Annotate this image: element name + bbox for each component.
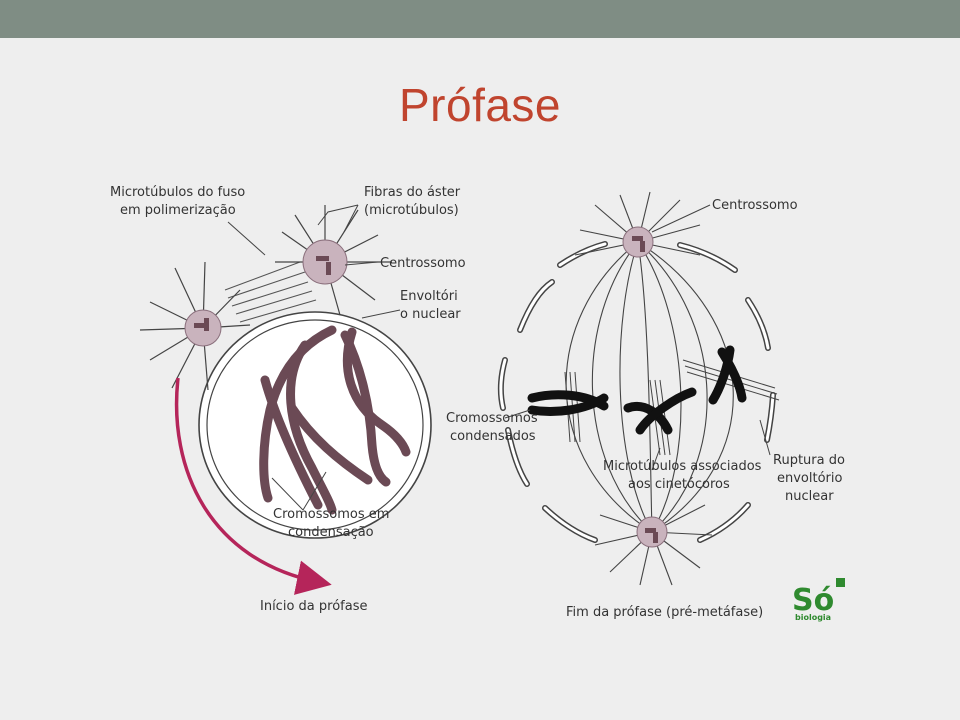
so-biologia-logo: Só biologia xyxy=(792,578,845,622)
prophase-progress-arrow xyxy=(174,377,332,595)
logo-sub: biologia xyxy=(795,613,831,622)
label-ruptura-3: nuclear xyxy=(785,489,834,504)
centriole-pair-right-lower xyxy=(645,528,658,543)
early-prophase-cell xyxy=(139,204,432,595)
label-ruptura-2: envoltório xyxy=(777,471,843,486)
label-fibras-aster-2: (microtúbulos) xyxy=(364,203,459,218)
nuclear-envelope-outer xyxy=(198,311,432,539)
centriole-pair-right-upper xyxy=(632,236,645,252)
top-bar xyxy=(0,0,960,38)
condensed-chromosomes xyxy=(527,345,747,435)
nuclear-envelope-inner xyxy=(206,319,424,531)
label-cromossomos-condensacao-2: condensação xyxy=(288,525,374,540)
label-leaders-right xyxy=(504,204,771,471)
label-ruptura-1: Ruptura do xyxy=(773,453,845,468)
centrosome-right-upper xyxy=(622,226,654,258)
label-inicio-profase: Início da prófase xyxy=(260,599,367,614)
late-prophase-cell xyxy=(497,191,780,586)
label-envoltorio-1: Envoltóri xyxy=(400,289,458,304)
label-leaders-left xyxy=(227,204,401,511)
centriole-pair-left-lower xyxy=(194,318,209,331)
label-fibras-aster-1: Fibras do áster xyxy=(364,185,461,200)
label-microtubulos-associados-1: Microtúbulos associados xyxy=(603,459,762,474)
label-cromossomos-condensados-2: condensados xyxy=(450,429,536,444)
logo-badge xyxy=(836,578,845,587)
spindle-microtubules-polymerizing xyxy=(224,261,317,323)
label-fim-profase: Fim da prófase (pré-metáfase) xyxy=(566,605,763,620)
centrosome-left-upper xyxy=(302,239,348,285)
label-centrossomo-left: Centrossomo xyxy=(380,256,466,271)
logo-mark: Só xyxy=(792,583,834,618)
label-cromossomos-condensacao-1: Cromossomos em xyxy=(273,507,389,522)
nuclear-envelope-fragments-inner xyxy=(499,242,775,542)
condensing-chromosomes xyxy=(259,325,411,515)
label-centrossomo-right: Centrossomo xyxy=(712,198,798,213)
slide-title: Prófase xyxy=(398,79,562,131)
kinetochore-microtubules xyxy=(564,359,780,456)
label-microtubulos-associados-2: aos cinetócoros xyxy=(628,477,730,492)
label-microtubulos-fuso-2: em polimerização xyxy=(120,203,236,218)
label-envoltorio-2: o nuclear xyxy=(400,307,461,322)
label-cromossomos-condensados-1: Cromossomos xyxy=(446,411,538,426)
label-microtubulos-fuso-1: Microtúbulos do fuso xyxy=(110,185,245,200)
centriole-pair-left-upper xyxy=(316,256,331,275)
